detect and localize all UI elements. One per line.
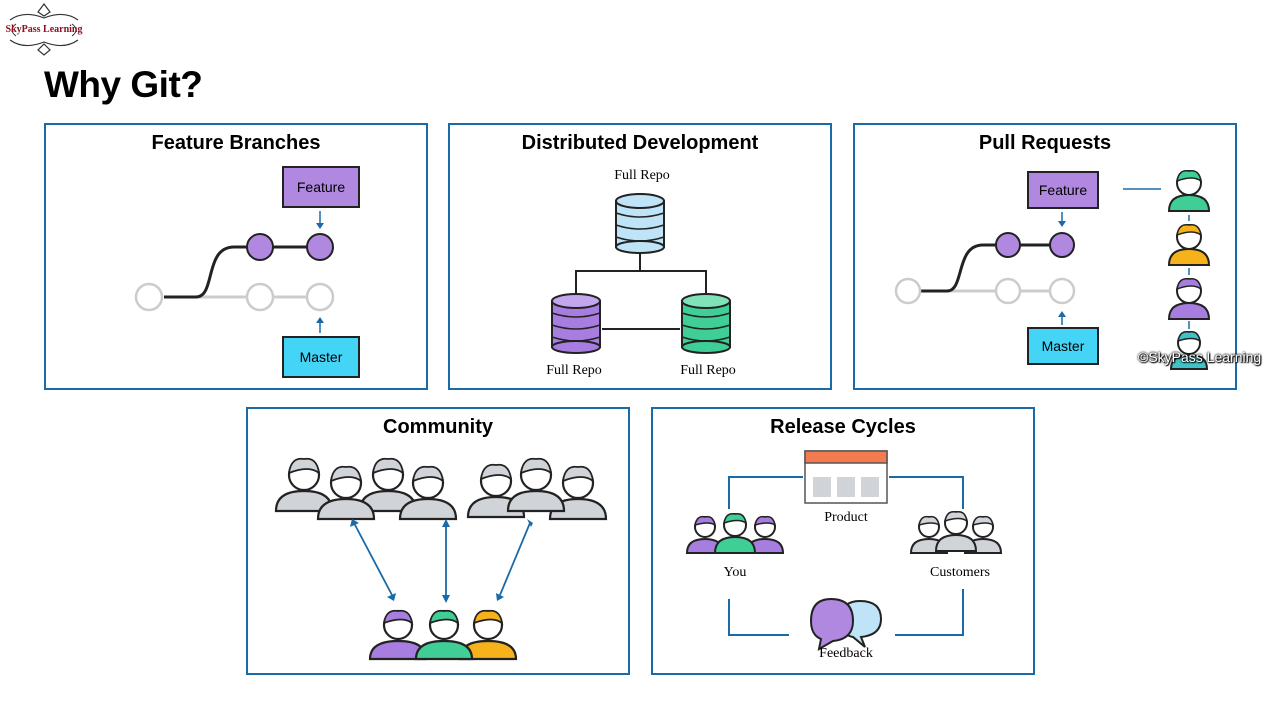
commit-node	[1048, 277, 1076, 305]
master-box: Master	[282, 336, 360, 378]
database-icon-purple	[551, 293, 601, 354]
you-team-icon	[685, 512, 785, 554]
master-box: Master	[1027, 327, 1099, 365]
logo-text: SkyPass Learning	[5, 24, 83, 35]
community-group-right	[466, 457, 608, 521]
community-diagram	[274, 457, 608, 661]
customers-label: Customers	[930, 565, 990, 580]
reviewer-icon-green	[1167, 169, 1211, 212]
customers-group-icon	[909, 510, 1003, 554]
product-label: Product	[824, 510, 868, 525]
reviewer-icon-teal	[1169, 330, 1209, 370]
community-group-left	[274, 457, 458, 521]
panel-title: Community	[383, 416, 493, 438]
release-cycle-diagram	[685, 450, 1003, 651]
feature-line	[164, 245, 320, 299]
repo-label-right: Full Repo	[680, 363, 736, 378]
repo-network	[551, 193, 731, 354]
panel-title: Release Cycles	[770, 416, 916, 438]
skypass-logo: SkyPass Learning	[4, 2, 84, 56]
feedback-chat-icon	[809, 597, 883, 651]
panel-community: Community	[246, 407, 630, 675]
feature-commit-node	[995, 232, 1021, 258]
panel-pull-requests: Pull Requests	[853, 123, 1237, 390]
team-group	[368, 609, 518, 661]
logo-ornament-icon	[9, 3, 79, 56]
database-icon-green	[681, 293, 731, 354]
panel-release-cycles: Release Cycles	[651, 407, 1035, 675]
page-title: Why Git?	[44, 64, 203, 105]
product-window-icon	[804, 450, 888, 504]
branch-graph	[134, 211, 335, 333]
repo-label-left: Full Repo	[546, 363, 602, 378]
connection-arrow-icon	[353, 522, 393, 596]
feature-commit-node	[246, 233, 274, 261]
panel-distributed-development: Distributed Development Full Repo Full R…	[448, 123, 832, 390]
panel-title: Distributed Development	[521, 132, 759, 154]
panel-feature-branches: Feature Branches Feature Master	[44, 123, 428, 390]
feedback-label: Feedback	[819, 646, 873, 661]
commit-node	[894, 277, 922, 305]
repo-label-top: Full Repo	[614, 168, 670, 183]
commit-node	[245, 282, 275, 312]
commit-node	[305, 282, 335, 312]
connection-arrow-icon	[499, 522, 531, 596]
feature-commit-node	[1049, 232, 1075, 258]
database-icon-blue	[615, 193, 665, 254]
feature-commit-node	[306, 233, 334, 261]
panel-title: Feature Branches	[151, 132, 321, 154]
feature-box: Feature	[282, 166, 360, 208]
reviewer-icon-orange	[1167, 223, 1211, 266]
feature-box: Feature	[1027, 171, 1099, 209]
panel-title: Pull Requests	[978, 132, 1112, 154]
commit-node	[994, 277, 1022, 305]
watermark: ©SkyPass Learning	[1138, 349, 1262, 365]
you-label: You	[723, 565, 747, 580]
pull-request-graph	[894, 169, 1211, 370]
reviewer-icon-purple	[1167, 277, 1211, 320]
commit-node	[134, 282, 164, 312]
